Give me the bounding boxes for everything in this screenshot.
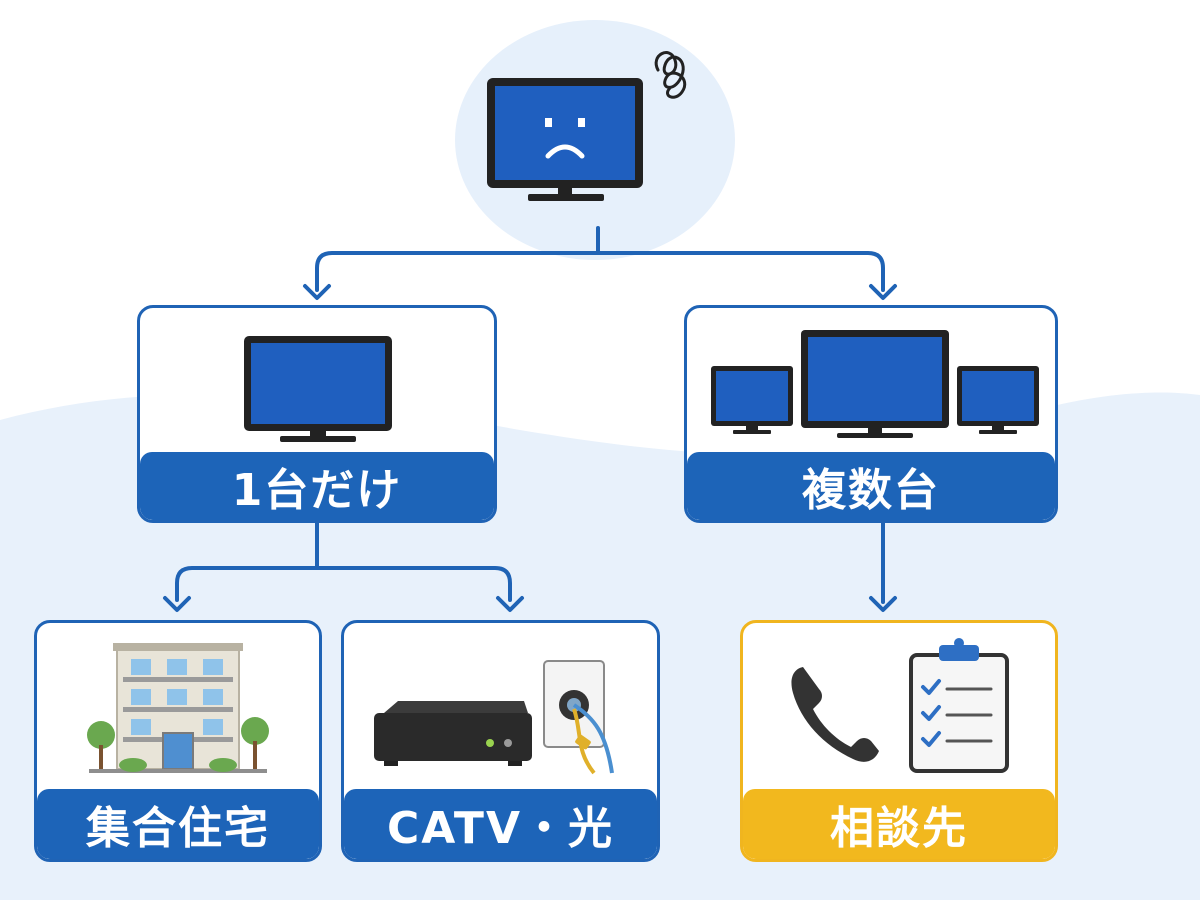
leaf-apartment-label: 集合住宅 xyxy=(37,789,319,859)
branch-single-card[interactable]: 1台だけ xyxy=(137,305,497,523)
branch-single-label: 1台だけ xyxy=(140,452,494,520)
sad-tv-icon xyxy=(487,51,687,201)
phone-clipboard-icon xyxy=(791,638,1009,773)
leaf-catv-label: CATV・光 xyxy=(344,789,657,859)
multiple-tvs-icon xyxy=(711,330,1039,438)
leaf-consult-label: 相談先 xyxy=(743,789,1055,859)
leaf-catv-card[interactable]: CATV・光 xyxy=(341,620,660,862)
branch-multiple-card[interactable]: 複数台 xyxy=(684,305,1058,523)
tv-icon xyxy=(244,336,392,442)
branch-multiple-label: 複数台 xyxy=(687,452,1055,520)
apartment-building-icon xyxy=(87,643,269,773)
set-top-box-icon xyxy=(374,660,614,775)
leaf-apartment-card[interactable]: 集合住宅 xyxy=(34,620,322,862)
leaf-consult-card[interactable]: 相談先 xyxy=(740,620,1058,862)
